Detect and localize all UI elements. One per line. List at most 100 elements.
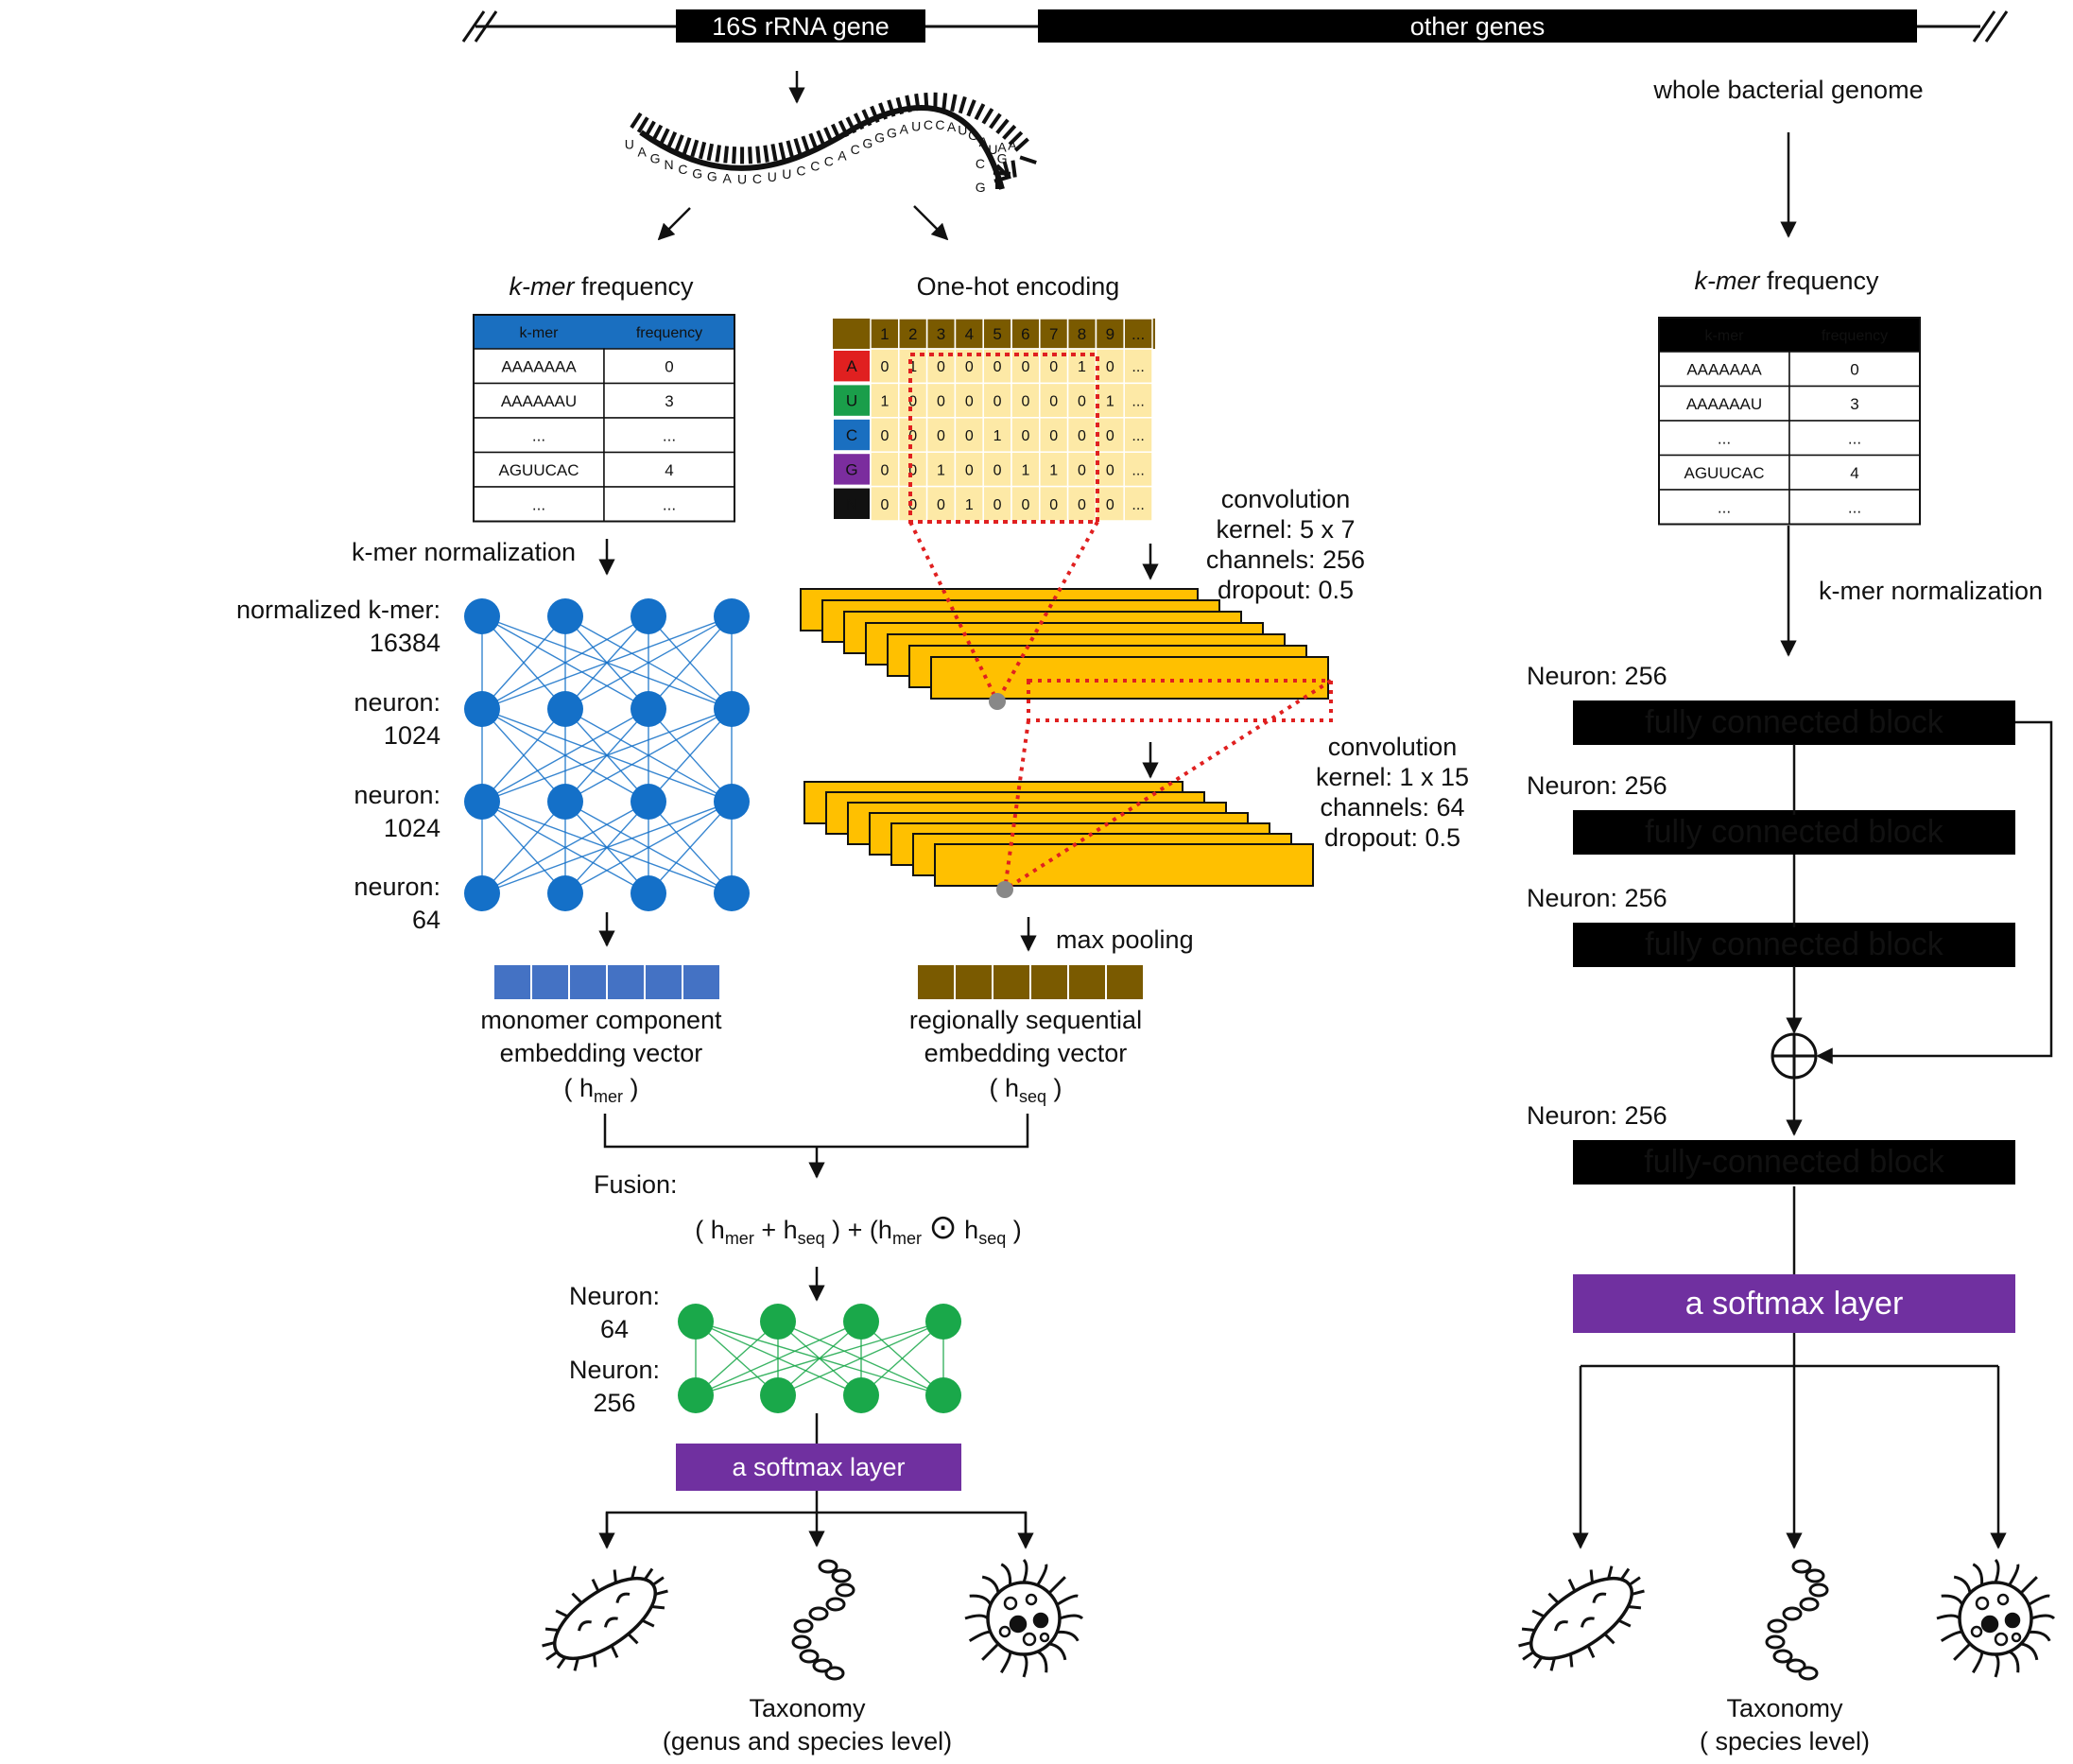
mlp-neuron bbox=[547, 875, 583, 911]
rna-base-tick bbox=[995, 164, 1011, 180]
gene-16s-label: 16S rRNA gene bbox=[712, 12, 890, 41]
rna-base-letter: U bbox=[625, 137, 634, 152]
kmer-header-cell: frequency bbox=[636, 325, 702, 341]
classifier-layer-label: Neuron: bbox=[569, 1356, 660, 1384]
rna-base-letter: C bbox=[796, 163, 805, 178]
onehot-column-index: 2 bbox=[908, 325, 917, 343]
flagellated-coccus-icon bbox=[1936, 1558, 2056, 1678]
fc-block-neuron-label: Neuron: 256 bbox=[1527, 662, 1667, 690]
rna-base-tick bbox=[770, 144, 778, 162]
rna-base-letter: G bbox=[997, 150, 1008, 165]
onehot-cell: 1 bbox=[965, 497, 974, 513]
rna-base-tick bbox=[1013, 137, 1029, 152]
rna-base-tick bbox=[989, 112, 1002, 130]
rna-base-tick bbox=[723, 146, 729, 164]
rna-base-letter: A bbox=[638, 144, 648, 159]
arrow-rna-to-onehot bbox=[913, 205, 949, 241]
kmer-cell: ... bbox=[663, 426, 676, 444]
onehot-cell: ... bbox=[1132, 394, 1144, 410]
onehot-cell: 0 bbox=[965, 394, 974, 410]
mer-vector-symbol: ( hmer ) bbox=[563, 1074, 638, 1106]
rna-base-letter: C bbox=[752, 171, 762, 186]
fusion-formula: ( hmer + hseq ) + (hmer ⊙ hseq ) bbox=[695, 1207, 1021, 1248]
rna-base-letter: G bbox=[887, 126, 897, 141]
mlp-layer-size: 16384 bbox=[370, 629, 441, 657]
conv2-kernel-point bbox=[996, 881, 1013, 898]
rna-base-letter: C bbox=[824, 153, 834, 168]
rna-base-tick bbox=[981, 108, 994, 125]
onehot-cell: 0 bbox=[1021, 359, 1029, 375]
feature-map bbox=[934, 843, 1314, 887]
onehot-cell: 0 bbox=[1049, 394, 1058, 410]
onehot-cell: 0 bbox=[993, 394, 1002, 410]
kmer-cell: ... bbox=[532, 495, 545, 513]
onehot-cell: 0 bbox=[1078, 394, 1086, 410]
classifier-neuron bbox=[678, 1304, 714, 1340]
mlp-neuron bbox=[631, 691, 666, 727]
gene-16s-box bbox=[676, 9, 925, 43]
conv-param-label: convolution bbox=[1328, 733, 1458, 761]
rna-base-tick bbox=[706, 143, 715, 162]
right-taxonomy-line1: Taxonomy bbox=[1726, 1694, 1843, 1722]
fc-block-neuron-label: Neuron: 256 bbox=[1527, 771, 1667, 800]
rna-base-tick bbox=[698, 141, 707, 160]
classifier-neuron bbox=[925, 1304, 961, 1340]
vector-cell bbox=[568, 963, 608, 1001]
onehot-cell: 0 bbox=[880, 462, 889, 478]
classifier-neuron bbox=[925, 1377, 961, 1413]
rna-base-letter: G bbox=[692, 166, 702, 182]
kmer-cell: ... bbox=[1718, 429, 1731, 447]
kmer-cell: AAAAAAU bbox=[1686, 395, 1762, 413]
onehot-kernel-window bbox=[908, 353, 1099, 524]
onehot-base-tag bbox=[834, 419, 870, 451]
classifier-layer-size: 256 bbox=[593, 1389, 635, 1417]
right-softmax-label: a softmax layer bbox=[1685, 1286, 1904, 1322]
conv-param-label: dropout: 0.5 bbox=[1324, 823, 1460, 852]
rna-base-tick bbox=[941, 93, 948, 111]
mlp-neuron bbox=[631, 784, 666, 820]
classifier-neuron bbox=[843, 1377, 879, 1413]
kmer-cell: ... bbox=[1848, 429, 1861, 447]
rna-base-letter: N bbox=[664, 157, 673, 172]
left-softmax-label: a softmax layer bbox=[732, 1453, 905, 1481]
rna-base-letter: C bbox=[810, 159, 820, 174]
kmer-cell: AGUUCAC bbox=[1684, 464, 1764, 482]
vector-cell bbox=[606, 963, 646, 1001]
onehot-cell: 0 bbox=[1106, 462, 1114, 478]
rna-base-tick bbox=[966, 99, 976, 117]
onehot-cell: 0 bbox=[965, 359, 974, 375]
onehot-cell: 1 bbox=[908, 359, 917, 375]
onehot-base-label: A bbox=[846, 357, 857, 375]
kmer-cell: 3 bbox=[1850, 395, 1858, 413]
onehot-column-index: 4 bbox=[965, 325, 974, 343]
rna-base-tick bbox=[778, 142, 786, 160]
onehot-cell: 0 bbox=[993, 497, 1002, 513]
rna-base-letter: U bbox=[737, 171, 747, 186]
feature-map bbox=[930, 656, 1329, 700]
onehot-cell: 0 bbox=[965, 428, 974, 444]
vector-cell bbox=[1029, 963, 1069, 1001]
mlp-layer-label: normalized k-mer: bbox=[236, 596, 441, 624]
rna-base-letter: A bbox=[979, 134, 989, 149]
mlp-layer-label: neuron: bbox=[354, 873, 441, 901]
onehot-cell: 0 bbox=[1021, 394, 1029, 410]
classifier-neuron bbox=[760, 1377, 796, 1413]
mlp-layer-size: 64 bbox=[412, 906, 441, 934]
fusion-connector bbox=[603, 1114, 1029, 1179]
right-microbe-icons bbox=[1518, 1558, 2056, 1681]
fc-block-neuron-label: Neuron: 256 bbox=[1527, 1101, 1667, 1130]
rna-base-tick bbox=[651, 124, 664, 142]
kmer-cell: AGUUCAC bbox=[498, 461, 579, 479]
onehot-base-tag bbox=[834, 351, 870, 382]
onehot-column-index: 5 bbox=[993, 325, 1001, 343]
onehot-column-index: 3 bbox=[937, 325, 945, 343]
mlp-neuron bbox=[464, 875, 500, 911]
fc-block-label: fully connected block bbox=[1645, 704, 1944, 740]
rna-base-tick bbox=[763, 145, 769, 163]
mlp-layer-label: neuron: bbox=[354, 688, 441, 717]
rna-base-letter: G bbox=[968, 128, 978, 143]
